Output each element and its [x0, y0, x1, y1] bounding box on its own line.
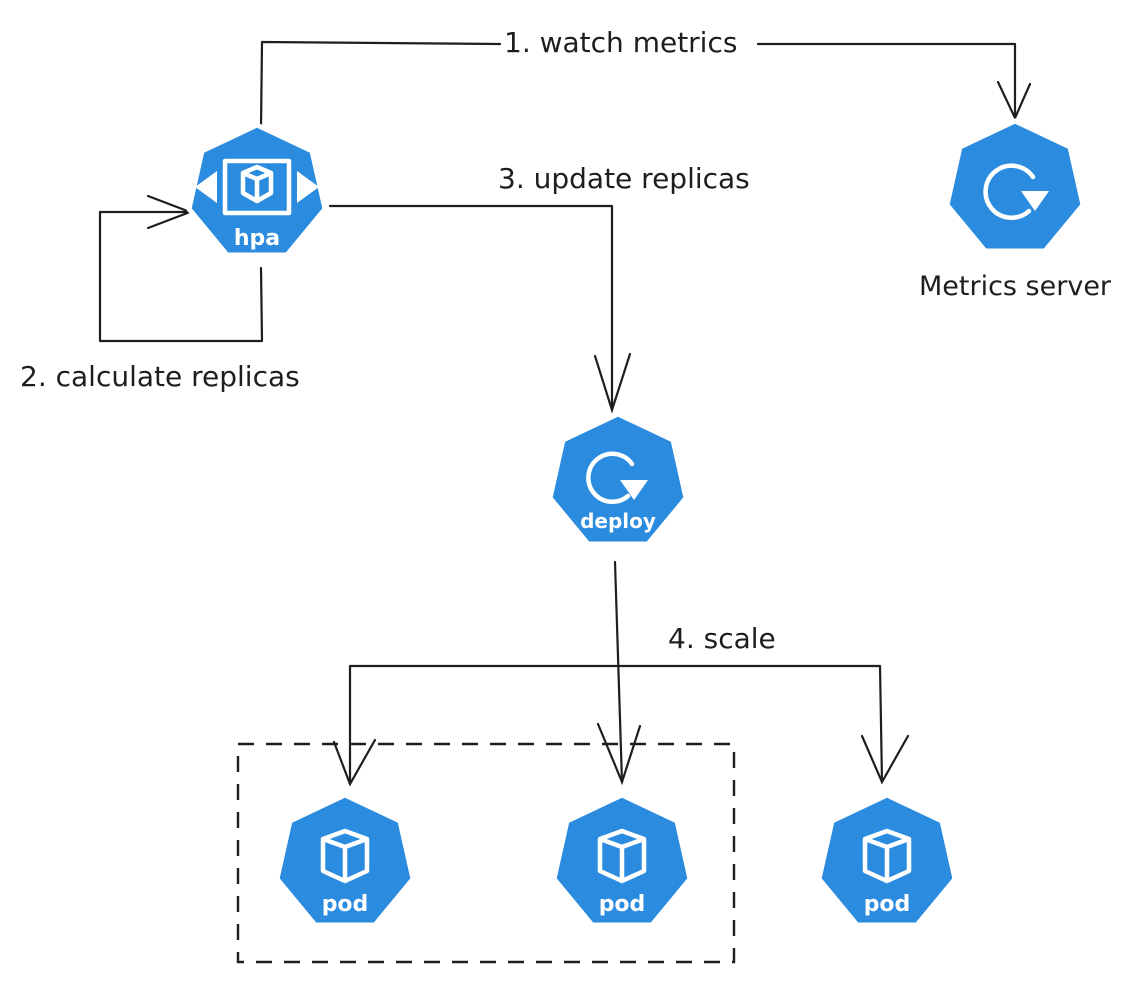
pod-label: pod — [322, 892, 369, 917]
label-calculate-replicas: 2. calculate replicas — [20, 360, 300, 393]
hpa-node: hpa — [186, 122, 328, 258]
edge-calculate-replicas — [98, 210, 264, 343]
label-watch-metrics: 1. watch metrics — [504, 26, 737, 59]
arrowhead-pod-3 — [860, 734, 910, 785]
cube-icon — [597, 828, 647, 884]
hpa-icon — [195, 158, 319, 216]
arrowhead-deploy — [593, 352, 632, 414]
arrowhead-metrics-server — [996, 80, 1032, 121]
pod-node-2: pod — [551, 792, 693, 928]
edge-scale — [348, 560, 884, 784]
deploy-node: deploy — [547, 411, 689, 547]
deploy-node-shape — [547, 411, 689, 547]
cube-icon — [862, 828, 912, 884]
pod-node-3: pod — [816, 792, 958, 928]
arrowhead-pod-2 — [596, 722, 642, 786]
edge-watch-metrics — [259, 40, 1017, 130]
deploy-label: deploy — [580, 509, 656, 533]
label-update-replicas: 3. update replicas — [498, 162, 750, 195]
label-scale: 4. scale — [668, 622, 776, 655]
metrics-server-caption: Metrics server — [919, 271, 1112, 302]
metrics-server-node — [944, 118, 1086, 254]
pod-label: pod — [864, 892, 911, 917]
arrowhead-pod-1 — [332, 738, 377, 787]
metrics-server-node-shape — [944, 118, 1086, 254]
cube-icon — [320, 828, 370, 884]
hpa-label: hpa — [234, 226, 280, 251]
deploy-refresh-icon — [586, 451, 648, 505]
pod-label: pod — [599, 892, 646, 917]
pod-node-1: pod — [274, 792, 416, 928]
edge-update-replicas — [328, 204, 614, 412]
pod-group-box — [236, 742, 736, 964]
refresh-icon — [983, 163, 1049, 220]
